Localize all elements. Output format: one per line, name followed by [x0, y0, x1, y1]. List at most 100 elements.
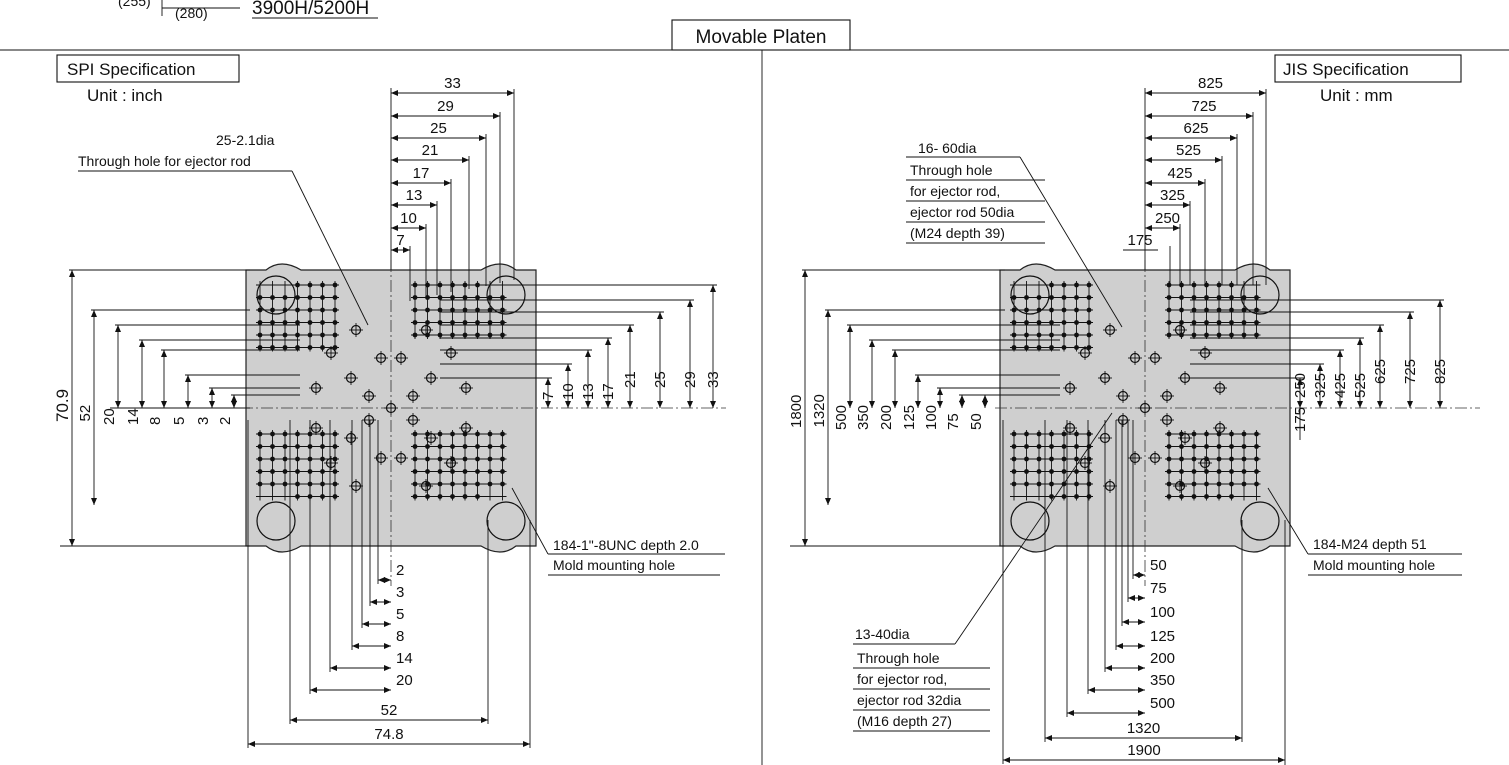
svg-text:Mold mounting hole: Mold mounting hole: [553, 557, 675, 573]
spi-top-dim: 10: [400, 210, 417, 227]
jis-small-note: 13-40dia Through hole for ejector rod, e…: [853, 412, 1113, 732]
jis-tiebar-hole: [1240, 501, 1280, 541]
jis-bottom-dim: 1900: [1127, 742, 1160, 759]
svg-text:for ejector rod,: for ejector rod,: [910, 183, 1000, 199]
spi-left-dim: 2: [217, 417, 234, 425]
svg-text:Mold mounting hole: Mold mounting hole: [1313, 557, 1435, 573]
jis-top-dim: 725: [1191, 98, 1216, 115]
spi-bottom-dim: 74.8: [374, 726, 403, 743]
jis-left-dim: 200: [878, 405, 895, 430]
spi-right-dim: 33: [705, 371, 722, 388]
spi-top-dim: 21: [422, 142, 439, 159]
spi-left-dim: 8: [147, 417, 164, 425]
jis-bottom-dim: 50: [1150, 557, 1167, 574]
jis-bottom-dim: 75: [1150, 580, 1167, 597]
spi-top-dim: 17: [413, 165, 430, 182]
jis-bottom-dim: 200: [1150, 650, 1175, 667]
spi-bottom-dim: 2: [396, 562, 404, 579]
jis-bottom-dim: 350: [1150, 672, 1175, 689]
jis-title: JIS Specification: [1283, 60, 1409, 79]
spi-top-dim: 29: [437, 98, 454, 115]
cut-dim-mid: (280): [175, 5, 208, 21]
title-box: [671, 19, 851, 51]
jis-bottom-dim: 500: [1150, 695, 1175, 712]
svg-text:Through hole for ejector rod: Through hole for ejector rod: [78, 153, 251, 169]
spi-left-dim: 5: [171, 417, 188, 425]
spi-bottom-dim: 3: [396, 584, 404, 601]
spi-left-dim: 3: [195, 417, 212, 425]
jis-tiebar-hole: [1240, 275, 1280, 315]
spi-right-dim: 25: [652, 371, 669, 388]
spi-tiebar-hole: [486, 275, 526, 315]
jis-right-dim: 175: [1292, 407, 1309, 432]
model-label: 3900H/5200H: [252, 0, 369, 19]
svg-text:13-40dia: 13-40dia: [855, 626, 910, 642]
jis-left-dim: 1800: [788, 395, 805, 428]
svg-text:184-M24 depth 51: 184-M24 depth 51: [1313, 536, 1427, 552]
jis-right-dim: 825: [1432, 359, 1449, 384]
jis-platen: [995, 260, 1480, 586]
spi-right-dim: 21: [622, 371, 639, 388]
jis-right-dim: 725: [1402, 359, 1419, 384]
spi-tiebar-hole: [486, 501, 526, 541]
svg-text:184-1"-8UNC depth 2.0: 184-1"-8UNC depth 2.0: [553, 537, 699, 553]
svg-text:16- 60dia: 16- 60dia: [918, 140, 977, 156]
spi-top-dim: 13: [406, 187, 423, 204]
jis-left-dim: 500: [833, 405, 850, 430]
spi-bottom-dim: 5: [396, 606, 404, 623]
jis-bottom-dim: 125: [1150, 628, 1175, 645]
svg-text:for ejector rod,: for ejector rod,: [857, 671, 947, 687]
jis-left-dim: 75: [945, 413, 962, 430]
spi-tiebar-hole: [256, 275, 296, 315]
jis-tiebar-hole: [1010, 501, 1050, 541]
jis-right-dim: 625: [1372, 359, 1389, 384]
jis-top-dim: 825: [1198, 75, 1223, 92]
spi-left-dim: 14: [125, 408, 142, 425]
spi-tiebar-hole: [256, 501, 296, 541]
spi-right-dim: 13: [580, 383, 597, 400]
jis-top-dim: 425: [1167, 165, 1192, 182]
spi-bottom-dim: 20: [396, 672, 413, 689]
svg-text:ejector rod 50dia: ejector rod 50dia: [910, 204, 1015, 220]
jis-right-dim: 325: [1312, 373, 1329, 398]
jis-title-box: [1274, 54, 1462, 83]
svg-text:ejector rod 32dia: ejector rod 32dia: [857, 692, 962, 708]
spi-top-dim: 33: [444, 75, 461, 92]
jis-right-dim: 525: [1352, 373, 1369, 398]
jis-unit: Unit : mm: [1320, 86, 1393, 105]
svg-text:Through hole: Through hole: [910, 162, 993, 178]
jis-left-dim: 50: [968, 413, 985, 430]
spi-bottom-dim: 52: [381, 702, 398, 719]
jis-top-dim: 175: [1127, 232, 1152, 249]
jis-left-dim: 100: [923, 405, 940, 430]
spi-unit: Unit : inch: [87, 86, 163, 105]
jis-bottom-dim: 100: [1150, 604, 1175, 621]
jis-top-dim: 625: [1183, 120, 1208, 137]
svg-text:(M24 depth 39): (M24 depth 39): [910, 225, 1005, 241]
spi-right-dim: 17: [600, 383, 617, 400]
spi-platen: [241, 260, 726, 586]
spi-title: SPI Specification: [67, 60, 196, 79]
jis-top-dim: 250: [1155, 210, 1180, 227]
jis-ejector-note: 16- 60dia Through hole for ejector rod, …: [906, 140, 1123, 328]
spi-right-dim: 29: [682, 371, 699, 388]
page-title: Movable Platen: [696, 27, 827, 48]
svg-text:Through hole: Through hole: [857, 650, 940, 666]
jis-left-dim: 350: [855, 405, 872, 430]
jis-left-dim: 125: [901, 405, 918, 430]
jis-mold-note: 184-M24 depth 51 Mold mounting hole: [1267, 487, 1462, 576]
spi-top-dim: 25: [430, 120, 447, 137]
jis-tiebar-hole: [1010, 275, 1050, 315]
spi-title-box: [56, 54, 240, 83]
svg-text:(M16 depth 27): (M16 depth 27): [857, 713, 952, 729]
spi-left-dim: 20: [101, 408, 118, 425]
jis-top-dim: 325: [1160, 187, 1185, 204]
spi-ejector-note: 25-2.1dia Through hole for ejector rod: [78, 132, 369, 326]
jis-top-dim: 525: [1176, 142, 1201, 159]
cut-dim-left: (255): [118, 0, 151, 9]
spi-top-dim: 7: [396, 232, 404, 249]
